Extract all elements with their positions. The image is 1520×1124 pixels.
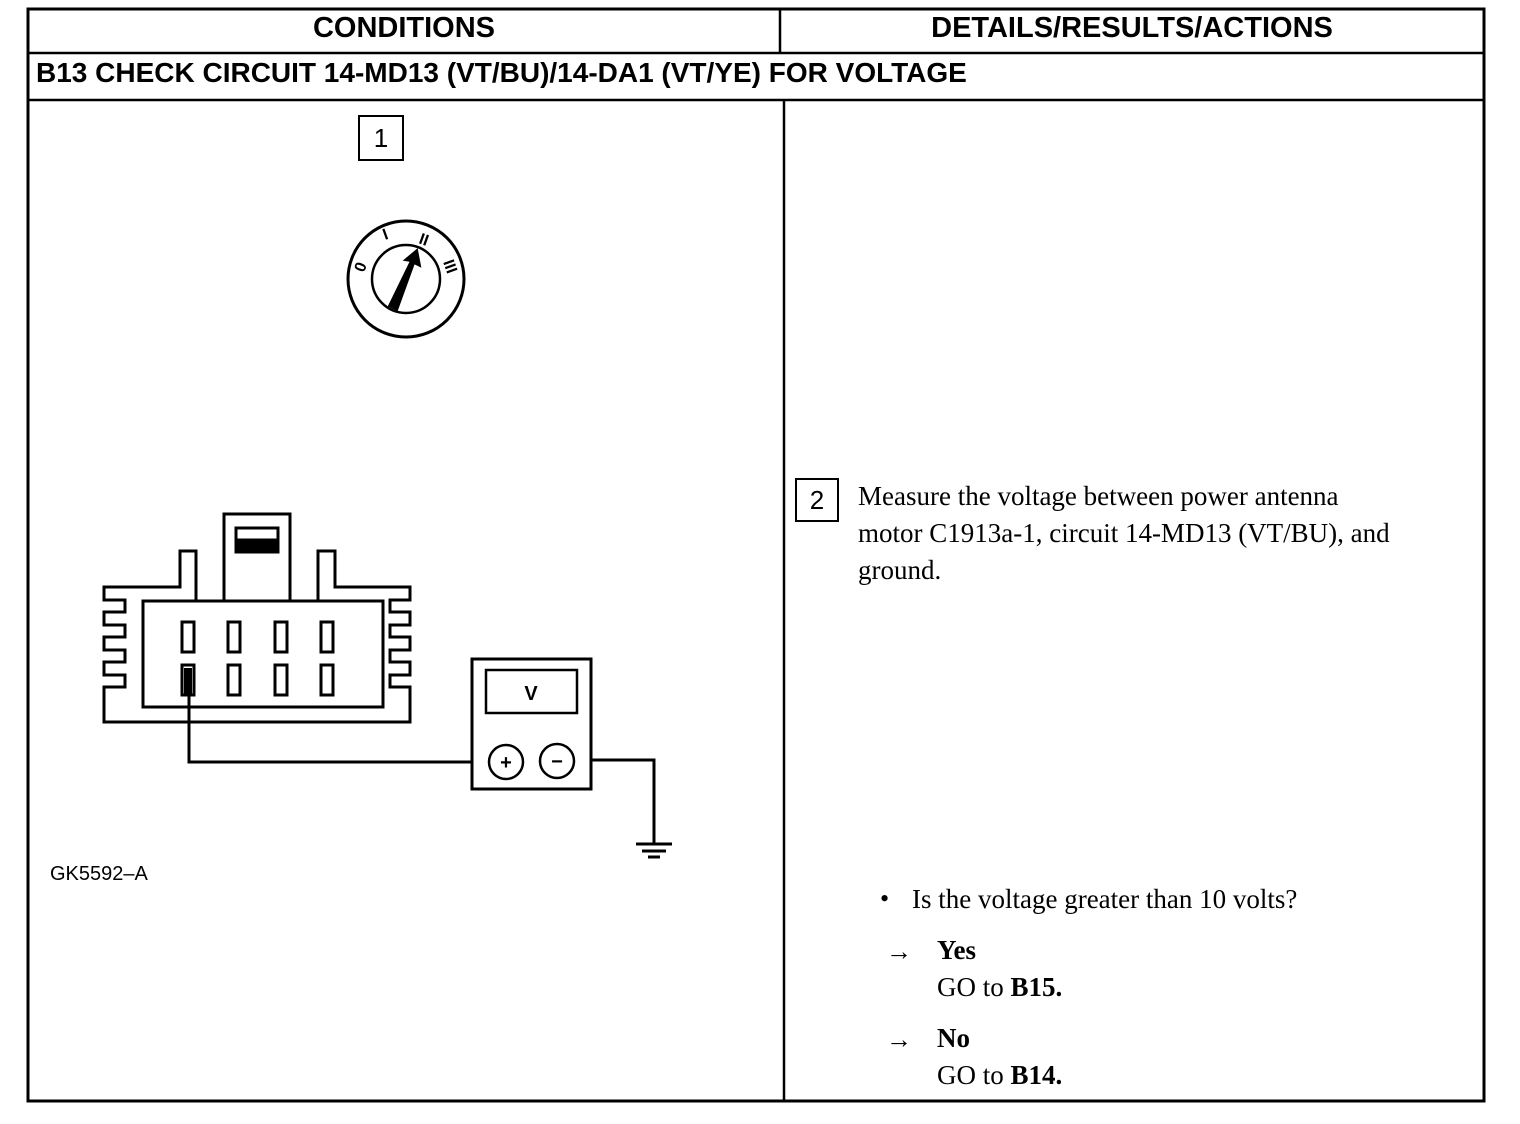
probe-pin-icon — [184, 668, 192, 696]
details-header: DETAILS/RESULTS/ACTIONS — [931, 12, 1333, 44]
yes-label: Yes — [937, 935, 976, 965]
figure-id: GK5592–A — [50, 863, 148, 885]
conditions-header: CONDITIONS — [312, 12, 496, 44]
yes-action-prefix: GO to — [937, 972, 1011, 1002]
no-label: No — [937, 1023, 970, 1053]
step-1-box: 1 — [358, 115, 404, 161]
voltmeter-icon: V + − — [470, 657, 593, 791]
table-border — [26, 7, 1486, 1103]
ground-icon — [636, 842, 672, 859]
no-action: GO to B14. — [937, 1060, 1062, 1091]
connector-c1913a-icon — [102, 512, 412, 724]
instruction-line-3: ground. — [858, 555, 942, 585]
no-arrow-icon: → — [886, 1025, 912, 1054]
meter-positive-terminal — [487, 743, 525, 781]
no-target: B14. — [1010, 1060, 1063, 1090]
instruction-line-2: motor C1913a-1, circuit 14-MD13 (VT/BU),… — [858, 518, 1390, 548]
yes-action: GO to B15. — [937, 972, 1062, 1003]
instruction-text: Measure the voltage between power antenn… — [858, 478, 1390, 589]
question-bullet: • — [880, 884, 890, 913]
ground-lead-wire — [576, 758, 656, 844]
yes-arrow-icon: → — [886, 937, 912, 966]
ignition-pos-1: I — [381, 226, 391, 243]
step-title: B13 CHECK CIRCUIT 14-MD13 (VT/BU)/14-DA1… — [36, 57, 967, 88]
question-text: Is the voltage greater than 10 volts? — [912, 884, 1298, 914]
plus-symbol: + — [500, 752, 512, 774]
step-2-box: 2 — [795, 478, 839, 522]
meter-label: V — [524, 683, 538, 705]
ignition-switch-icon: 0 I II III — [346, 219, 466, 339]
minus-symbol: − — [551, 751, 563, 773]
yes-target: B15. — [1010, 972, 1063, 1002]
ignition-pos-3: III — [439, 258, 460, 276]
no-action-prefix: GO to — [937, 1060, 1011, 1090]
positive-lead-wire — [187, 690, 487, 764]
instruction-line-1: Measure the voltage between power antenn… — [858, 481, 1339, 511]
meter-negative-terminal — [538, 742, 576, 780]
ignition-pointer — [387, 248, 422, 312]
